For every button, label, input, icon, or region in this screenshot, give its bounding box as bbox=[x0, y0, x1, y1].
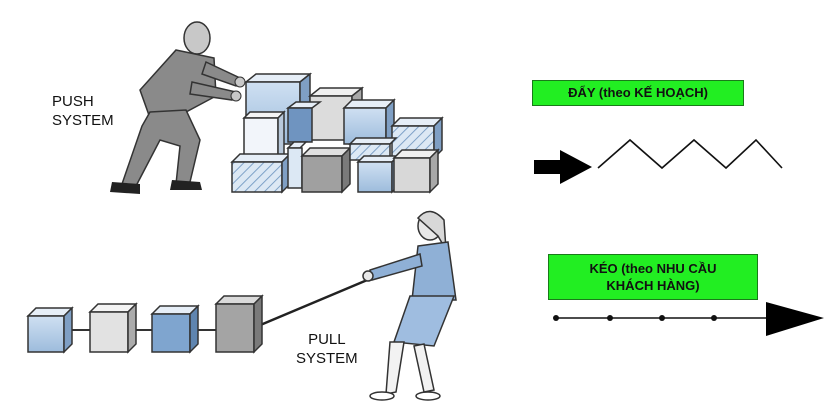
cube bbox=[230, 152, 292, 194]
flow-dot bbox=[711, 315, 717, 321]
pull-demand-box: KÉO (theo NHU CẦU KHÁCH HÀNG) bbox=[548, 254, 758, 300]
pull-flow-line bbox=[553, 302, 824, 336]
push-label-line1: PUSH bbox=[52, 93, 94, 110]
cube bbox=[356, 154, 400, 194]
pull-box-line1: KÉO (theo NHU CẦU bbox=[589, 261, 717, 276]
cube bbox=[26, 306, 74, 354]
pull-label-line1: PULL bbox=[308, 331, 346, 348]
cube-chain bbox=[26, 294, 264, 354]
flow-dot bbox=[607, 315, 613, 321]
push-plan-box: ĐẨY (theo KẾ HOẠCH) bbox=[532, 80, 744, 106]
pulling-woman-figure bbox=[362, 210, 457, 401]
pull-system-label: PULL SYSTEM bbox=[296, 330, 358, 368]
push-zigzag-line bbox=[597, 138, 783, 170]
push-box-text: ĐẨY (theo KẾ HOẠCH) bbox=[568, 85, 708, 100]
cube bbox=[242, 110, 286, 162]
rope bbox=[257, 276, 373, 328]
push-arrow bbox=[534, 150, 592, 184]
cube bbox=[300, 146, 352, 194]
cube-pile bbox=[230, 72, 444, 194]
pushing-man-figure bbox=[110, 21, 246, 194]
cube bbox=[392, 148, 440, 194]
pull-box-line2: KHÁCH HÀNG) bbox=[606, 278, 700, 293]
cube bbox=[150, 304, 200, 354]
flow-dot bbox=[659, 315, 665, 321]
push-system-label: PUSH SYSTEM bbox=[52, 92, 114, 130]
cube bbox=[286, 141, 308, 189]
flow-dot bbox=[553, 315, 559, 321]
pull-arrow bbox=[766, 302, 824, 336]
push-label-line2: SYSTEM bbox=[52, 112, 114, 129]
pull-label-line2: SYSTEM bbox=[296, 350, 358, 367]
cube bbox=[214, 294, 264, 354]
cube bbox=[88, 302, 138, 354]
